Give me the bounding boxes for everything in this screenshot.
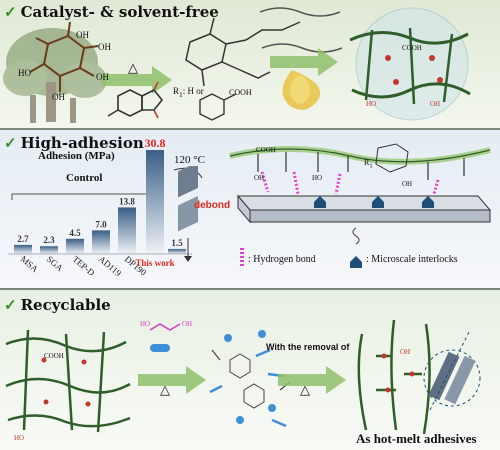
diol-ho-label: HO	[140, 320, 151, 328]
reaction-arrow-2	[270, 48, 338, 76]
divider-1	[0, 128, 500, 130]
substrate-plate	[236, 194, 492, 224]
bar-value-label: 1.5	[171, 238, 183, 248]
debond-illustration	[173, 166, 203, 262]
category-label: This work	[135, 258, 174, 268]
glucose-oh-label-4: OH	[52, 92, 65, 102]
divider-2	[0, 288, 500, 290]
r1-symbol: R	[173, 86, 180, 96]
anhydride-molecule	[107, 81, 164, 119]
bar-debond	[168, 248, 186, 254]
panel2-heading: ✓High-adhesion	[4, 134, 144, 152]
removal-label: With the removal of	[266, 342, 350, 352]
cooh-moiety	[199, 93, 237, 121]
recycle-arrow-2	[278, 366, 346, 394]
check-icon: ✓	[4, 296, 17, 314]
hot-melt-label: As hot-melt adhesives	[356, 431, 477, 446]
network-oh-label: OH	[430, 100, 441, 108]
glucose-oh-label-2: OH	[98, 42, 111, 52]
network-left	[5, 329, 131, 433]
heat-triangle-3: △	[300, 382, 310, 397]
network-right	[357, 319, 431, 435]
category-label: MSA	[19, 254, 41, 275]
adhesion-bar-chart: 2.7MSA2.3SGA4.5TEP-D7.0AD11913.8DP19030.…	[8, 136, 192, 279]
glucose-oh-label: OH	[76, 30, 89, 40]
bar-this-work	[146, 150, 164, 254]
glucose-oh-label-3: OH	[96, 72, 109, 82]
panel3-ho-label: HO	[14, 434, 25, 442]
interface-r1-symbol: R	[364, 158, 370, 167]
glucose-ho-label: HO	[18, 68, 31, 78]
network-left-oxygens	[41, 357, 91, 407]
panel1-heading: ✓Catalyst- & solvent-free	[4, 3, 219, 21]
bar-value-label: 30.8	[145, 136, 166, 150]
r1-subscript: 1	[179, 89, 183, 99]
interface-oh-label-2: OH	[402, 180, 413, 188]
oil-droplet-icon	[282, 70, 321, 110]
diol-capsule-icon	[150, 344, 170, 352]
glucose-molecule	[29, 21, 99, 92]
interface-cooh-label: COOH	[256, 146, 276, 154]
diol-oh-label: OH	[182, 320, 193, 328]
network-right-oxygens	[381, 353, 415, 393]
bar-value-label: 13.8	[119, 196, 135, 206]
legend-microscale-interlocks: : Microscale interlocks	[366, 254, 458, 265]
panel3-title: Recyclable	[20, 296, 111, 314]
propanediol-molecule	[149, 323, 181, 331]
interface-oh-label: OH	[254, 174, 265, 182]
panel-recyclable: ✓Recyclable	[0, 290, 500, 450]
cooh-label-1: COOH	[229, 88, 252, 97]
reaction-arrow	[102, 66, 172, 94]
legend-interlock-icon	[350, 227, 362, 268]
crosslinked-network-bubble	[349, 7, 471, 121]
panel3-cooh-label: COOH	[44, 352, 64, 360]
category-label: AD119	[97, 254, 124, 279]
bar-value-label: 2.3	[43, 235, 55, 245]
debond-label: debond	[194, 200, 231, 211]
heat-triangle-1: △	[128, 60, 138, 75]
network-cooh-label: COOH	[402, 44, 422, 52]
bar-value-label: 2.7	[17, 234, 29, 244]
bar-msa	[14, 244, 32, 254]
panel-high-adhesion: ✓High-adhesion Adhesion (MPa) Control 2.…	[0, 130, 500, 288]
depolymerized-fragments	[209, 330, 291, 428]
panel1-title: Catalyst- & solvent-free	[20, 3, 219, 21]
panel3-heading: ✓Recyclable	[4, 296, 111, 314]
interface-r1-label: R1	[364, 158, 373, 170]
control-label: Control	[66, 172, 103, 184]
panel2-title: High-adhesion	[20, 134, 144, 152]
panel-catalyst-solvent-free: ✓Catalyst- & solvent-free	[0, 0, 500, 128]
category-label: TEP-D	[71, 254, 97, 278]
chart-ylabel: Adhesion (MPa)	[38, 150, 115, 162]
bar-dp190	[118, 207, 136, 254]
bar-tep-d	[66, 238, 84, 254]
category-label: SGA	[45, 254, 66, 274]
recycle-arrow-1	[138, 366, 206, 394]
interface-scheme	[229, 143, 492, 268]
legend-hydrogen-bond: : Hydrogen bond	[248, 254, 316, 265]
r1-text: : H or	[182, 86, 204, 96]
bar-value-label: 4.5	[69, 228, 81, 238]
panel3-scheme	[5, 319, 481, 435]
interface-ho-label: HO	[312, 174, 323, 182]
hydrogen-bond-marks	[260, 171, 440, 195]
panel1-scheme	[3, 7, 471, 123]
network-ho-label: HO	[366, 100, 377, 108]
interface-r1-subscript: 1	[369, 162, 373, 170]
r1-definition: R1: H or	[173, 86, 204, 99]
heat-triangle-2: △	[160, 382, 170, 397]
check-icon: ✓	[4, 134, 17, 152]
check-icon: ✓	[4, 3, 17, 21]
bar-ad119	[92, 230, 110, 254]
hot-melt-joint-icon	[423, 329, 481, 411]
interlock-marks	[314, 196, 434, 208]
panel3-oh-label: OH	[400, 348, 411, 356]
esterified-sugar	[185, 7, 343, 87]
temperature-label: 120 °C	[174, 154, 205, 166]
bar-sga	[40, 246, 58, 254]
bar-value-label: 7.0	[95, 219, 107, 229]
tree-icon	[3, 28, 107, 123]
